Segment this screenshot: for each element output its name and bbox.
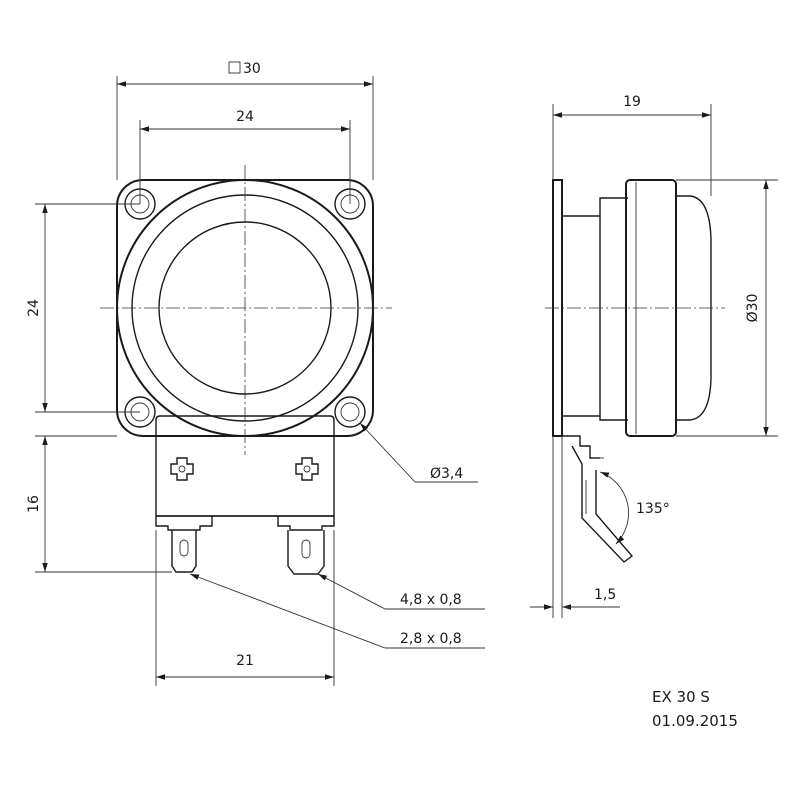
label-square-30: 30 bbox=[243, 61, 261, 77]
dim-width-24: 24 bbox=[139, 109, 351, 204]
terminal-screw-right bbox=[295, 457, 319, 481]
label-angle-135: 135° bbox=[636, 501, 670, 517]
label-width-24: 24 bbox=[236, 109, 254, 125]
side-dome bbox=[676, 195, 712, 421]
dim-offset-1-5: 1,5 bbox=[530, 436, 620, 618]
label-depth-19: 19 bbox=[623, 94, 641, 110]
label-terminal-height: 16 bbox=[26, 495, 42, 513]
side-body bbox=[625, 179, 677, 437]
label-hole-diameter: Ø3,4 bbox=[430, 466, 463, 482]
dim-square-30: 30 bbox=[116, 61, 374, 180]
dim-terminal-span: 21 bbox=[155, 530, 335, 686]
label-diameter-30: Ø30 bbox=[745, 294, 761, 323]
dim-angle-135: 135° bbox=[599, 471, 670, 545]
title-block: EX 30 S 01.09.2015 bbox=[652, 688, 738, 730]
side-terminal bbox=[562, 435, 634, 563]
terminal-screw-left bbox=[170, 457, 194, 481]
dim-height-24: 24 bbox=[26, 203, 140, 413]
side-view: 19 Ø30 135° 1,5 bbox=[530, 94, 778, 618]
front-view: 30 24 24 16 21 bbox=[26, 61, 485, 686]
dim-depth-19: 19 bbox=[552, 94, 712, 196]
label-offset-1-5: 1,5 bbox=[594, 587, 616, 603]
model-name: EX 30 S bbox=[652, 688, 710, 706]
dim-terminal-height: 16 bbox=[26, 435, 172, 573]
dim-diameter-30: Ø30 bbox=[676, 179, 778, 437]
terminal-tab-small bbox=[155, 516, 213, 573]
terminal-tab-large bbox=[277, 516, 335, 575]
label-terminal-small: 2,8 x 0,8 bbox=[400, 631, 462, 647]
leader-terminal-large: 4,8 x 0,8 bbox=[317, 573, 485, 610]
label-height-24: 24 bbox=[26, 299, 42, 317]
leader-hole-diameter: Ø3,4 bbox=[359, 422, 478, 483]
leader-terminal-small: 2,8 x 0,8 bbox=[189, 573, 485, 649]
label-terminal-large: 4,8 x 0,8 bbox=[400, 592, 462, 608]
label-terminal-span: 21 bbox=[236, 653, 254, 669]
drawing-date: 01.09.2015 bbox=[652, 712, 738, 730]
